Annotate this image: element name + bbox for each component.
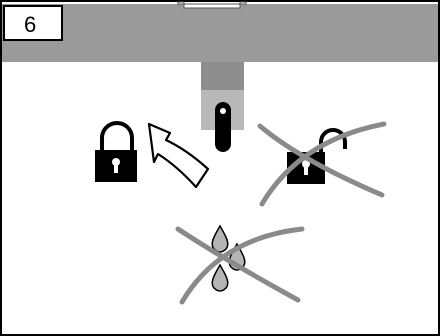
step-number-box — [3, 5, 63, 41]
crossed-unlocked-padlock-icon — [257, 121, 387, 207]
nozzle — [201, 62, 244, 130]
locked-padlock-icon — [95, 121, 137, 182]
rotate-arrow-icon — [147, 122, 210, 189]
pin-key-icon — [215, 102, 231, 152]
top-tab — [177, 1, 247, 9]
top-bar — [2, 4, 438, 62]
crossed-water-drops-icon — [175, 224, 305, 305]
step-number: 6 — [24, 12, 36, 37]
